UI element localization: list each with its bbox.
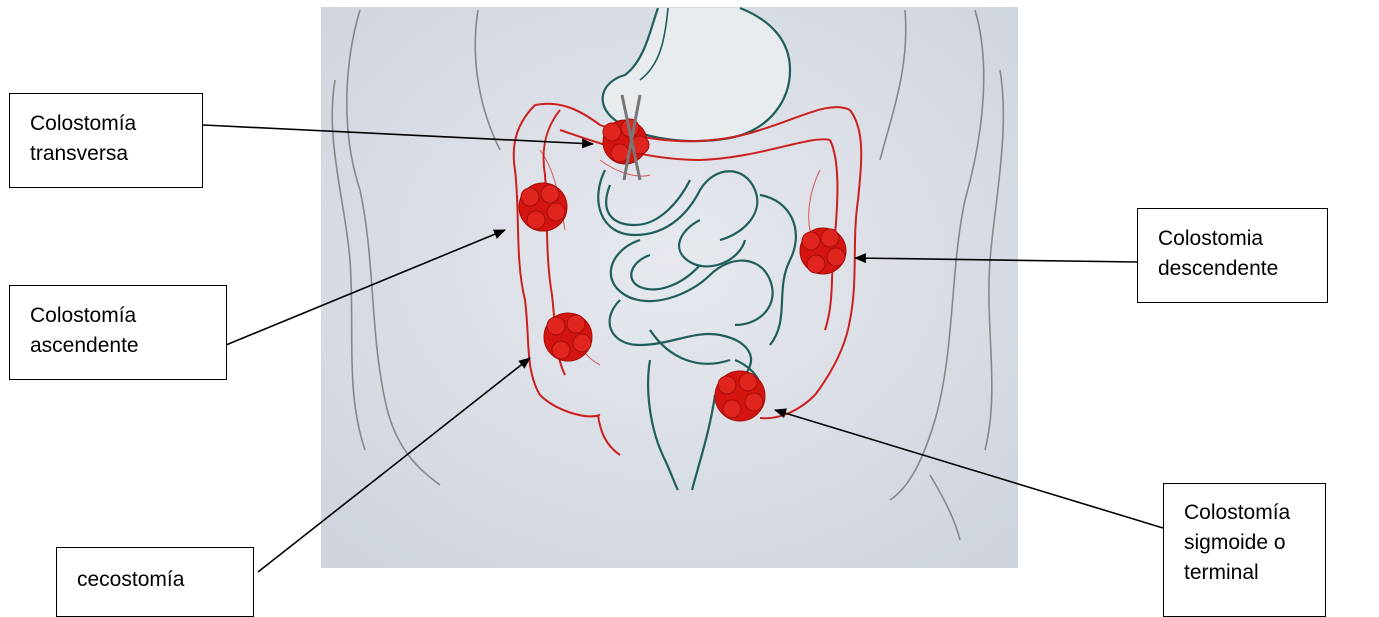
label-colostomia-transversa: Colostomía transversa [9,93,203,188]
stoma-descendente [800,228,846,274]
stoma-ascendente [519,183,567,231]
stoma-sigmoide [715,371,765,421]
label-colostomia-ascendente: Colostomía ascendente [9,285,227,380]
label-colostomia-sigmoide: Colostomía sigmoide o terminal [1163,483,1326,617]
label-cecostomia: cecostomía [56,547,254,617]
label-colostomia-descendente: Colostomia descendente [1137,208,1328,303]
stoma-cecostomia [544,313,592,361]
